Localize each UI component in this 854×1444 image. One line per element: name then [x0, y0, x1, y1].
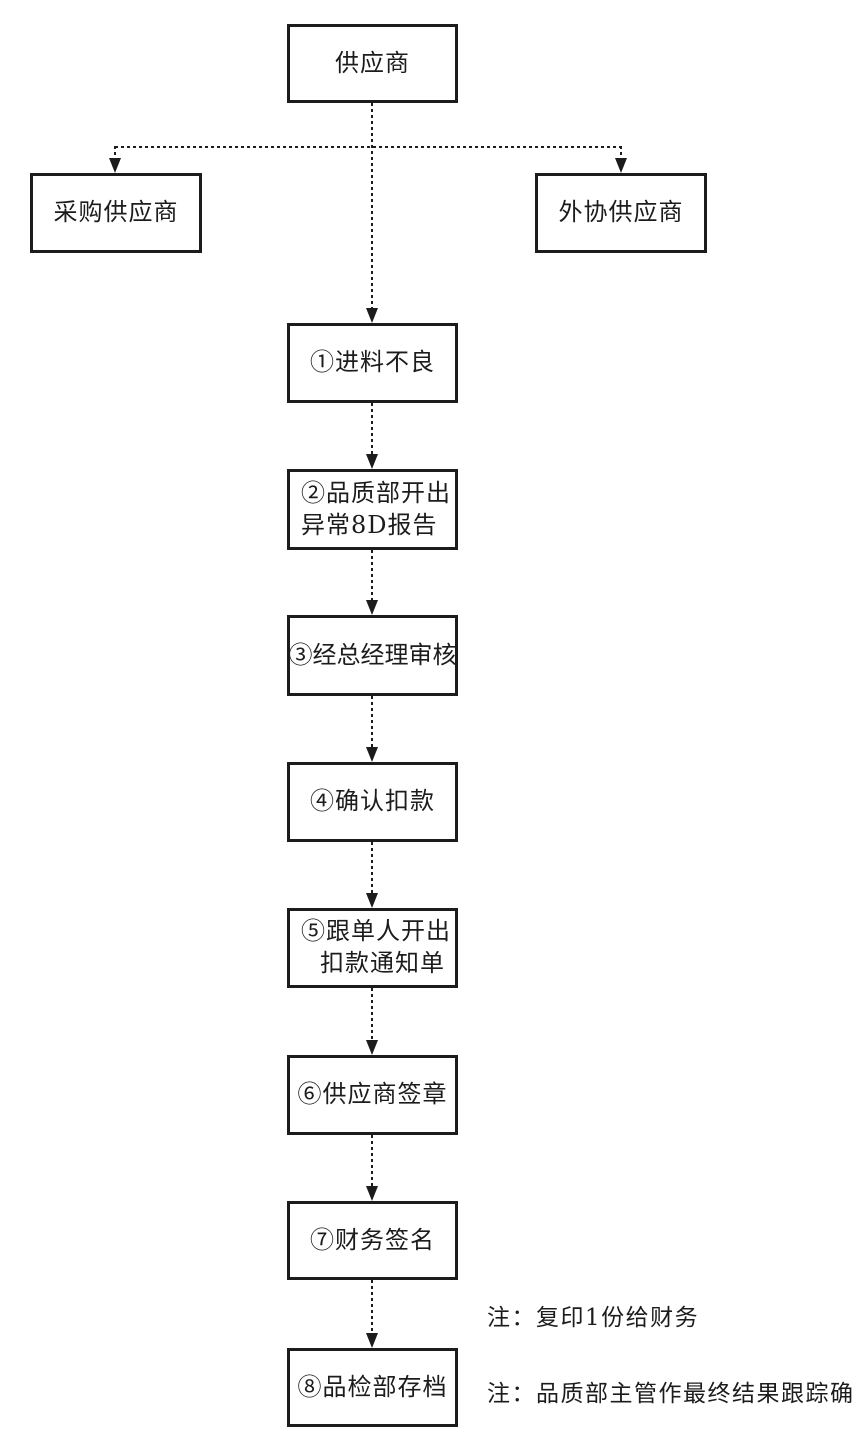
- arrowhead-step8: [366, 1333, 378, 1348]
- note-quality-supervisor-tracking: 注：品质部主管作最终结果跟踪确认: [487, 1381, 854, 1407]
- connector-step7-step8: [371, 1280, 373, 1335]
- arrowhead-step4: [366, 747, 378, 762]
- connector-branch-left: [114, 146, 116, 160]
- node-step1-incoming-defect: ①进料不良: [287, 323, 458, 403]
- connector-branch-horizontal: [115, 146, 622, 148]
- node-step5-deduction-notice: ⑤跟单人开出 扣款通知单: [287, 908, 458, 988]
- node-purchase-supplier: 采购供应商: [30, 173, 202, 253]
- arrowhead-step3: [366, 600, 378, 615]
- node-step5-line1: ⑤跟单人开出: [301, 917, 451, 946]
- node-step6-supplier-signature: ⑥供应商签章: [287, 1055, 458, 1135]
- connector-step5-step6: [371, 988, 373, 1042]
- node-step5-line2: 扣款通知单: [320, 949, 445, 977]
- connector-step2-step3: [371, 550, 373, 602]
- note-copy-to-finance: 注：复印1份给财务: [487, 1305, 700, 1331]
- arrowhead-purchase-supplier: [109, 158, 121, 173]
- arrowhead-step5: [366, 893, 378, 908]
- connector-supplier-to-step1: [371, 103, 373, 310]
- arrowhead-step7: [366, 1186, 378, 1201]
- arrowhead-step2: [366, 454, 378, 469]
- node-step2-line1: ②品质部开出: [301, 478, 451, 507]
- node-step2-line2: 异常8D报告: [301, 510, 438, 539]
- arrowhead-outsource-supplier: [615, 158, 627, 173]
- node-step2-quality-8d-report: ②品质部开出 异常8D报告: [287, 469, 458, 550]
- node-step3-gm-review: ③经总经理审核: [287, 615, 458, 696]
- arrowhead-step6: [366, 1040, 378, 1055]
- connector-branch-right: [620, 146, 622, 160]
- connector-step1-step2: [371, 403, 373, 456]
- connector-step6-step7: [371, 1135, 373, 1188]
- node-step4-confirm-deduction: ④确认扣款: [287, 762, 458, 842]
- connector-step3-step4: [371, 696, 373, 749]
- node-outsource-supplier: 外协供应商: [535, 173, 707, 253]
- node-step7-finance-signature: ⑦财务签名: [287, 1201, 458, 1280]
- arrowhead-step1: [366, 308, 378, 323]
- connector-step4-step5: [371, 842, 373, 895]
- node-step8-qc-archive: ⑧品检部存档: [287, 1348, 458, 1427]
- node-supplier: 供应商: [287, 24, 458, 103]
